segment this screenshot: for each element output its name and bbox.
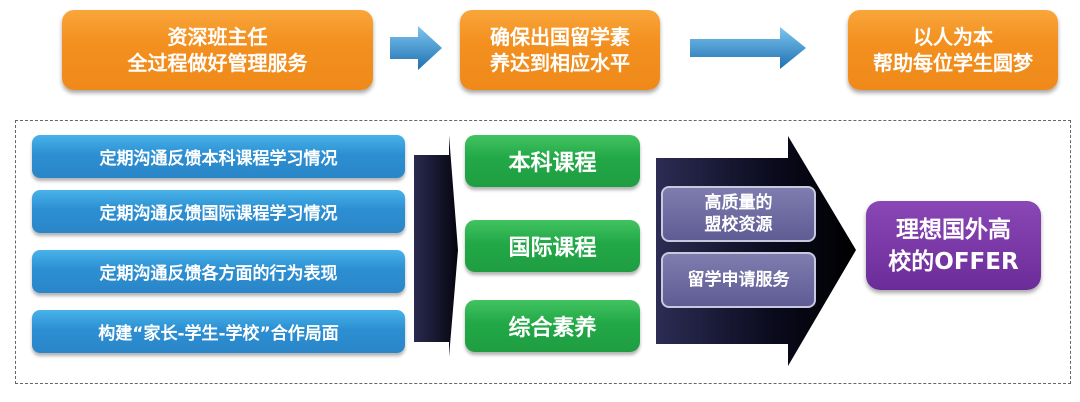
- top-step-3: 以人为本 帮助每位学生圆梦: [848, 10, 1058, 90]
- resource-item-line1: 留学申请服务: [687, 270, 790, 290]
- feedback-item: 定期沟通反馈本科课程学习情况: [32, 135, 405, 178]
- top-step-2: 确保出国留学素 养达到相应水平: [460, 10, 660, 90]
- top-step-1-line2: 全过程做好管理服务: [127, 51, 308, 75]
- resource-item: 留学申请服务: [661, 252, 816, 308]
- arrow-right-icon: [390, 26, 442, 70]
- top-step-2-line2: 养达到相应水平: [490, 51, 630, 75]
- top-step-2-line1: 确保出国留学素: [490, 25, 630, 49]
- top-step-3-line2: 帮助每位学生圆梦: [873, 51, 1033, 75]
- feedback-item: 构建“家长-学生-学校”合作局面: [32, 310, 405, 353]
- arrow-right-icon: [690, 27, 806, 69]
- course-item: 综合素养: [465, 300, 640, 352]
- goal-line2: 校的OFFER: [888, 248, 1019, 275]
- goal-box: 理想国外高 校的OFFER: [866, 201, 1041, 290]
- resource-item-line2: 盟校资源: [704, 215, 773, 235]
- feedback-item: 定期沟通反馈各方面的行为表现: [32, 250, 405, 293]
- feedback-item: 定期沟通反馈国际课程学习情况: [32, 190, 405, 233]
- course-item: 国际课程: [465, 220, 640, 272]
- chevron-arrow-icon: [414, 135, 458, 357]
- top-step-1: 资深班主任 全过程做好管理服务: [62, 10, 373, 90]
- resource-item-line1: 高质量的: [704, 193, 773, 213]
- top-step-3-line1: 以人为本: [913, 25, 993, 49]
- top-step-1-line1: 资深班主任: [167, 25, 268, 49]
- resource-item: 高质量的 盟校资源: [661, 186, 816, 242]
- course-item: 本科课程: [465, 135, 640, 187]
- goal-line1: 理想国外高: [896, 216, 1011, 243]
- process-frame: [15, 120, 1071, 384]
